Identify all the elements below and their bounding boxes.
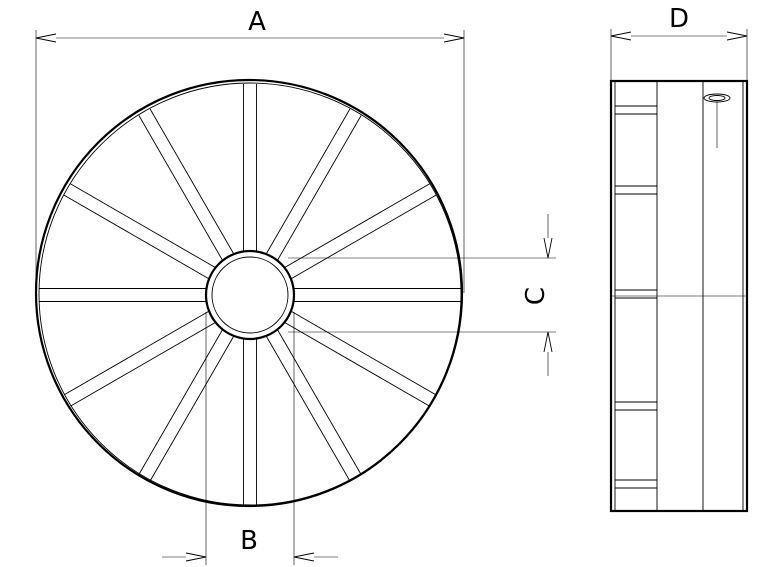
spoke-11-edge-2 (277, 115, 362, 261)
spoke-5-edge-1 (149, 336, 234, 482)
side-slots-group (615, 105, 657, 489)
front-view (34, 78, 464, 508)
spoke-3-edge-1 (277, 329, 362, 475)
screw-hole-inner (708, 95, 726, 101)
spoke-12-edge-2 (291, 194, 437, 279)
spoke-2-edge-1 (291, 311, 437, 396)
spoke-5-edge-2 (138, 329, 223, 475)
spoke-8-edge-2 (70, 183, 216, 268)
spokes-group (39, 84, 461, 506)
spoke-2-edge-2 (284, 322, 430, 407)
dim-b-label: B (240, 526, 258, 556)
dim-c-label: C (521, 287, 551, 305)
hub-inner (211, 256, 289, 334)
hub-outer (204, 249, 296, 341)
spoke-9-edge-2 (149, 108, 234, 254)
dimension-a: A (35, 7, 465, 293)
spoke-8-edge-1 (63, 194, 209, 279)
outer-rim-inner (38, 82, 462, 506)
dimension-c: C (288, 214, 556, 376)
dim-d-label: D (669, 4, 689, 34)
dim-a-label: A (248, 7, 266, 37)
spoke-6-edge-2 (63, 311, 209, 396)
dimension-d: D (610, 4, 748, 81)
spoke-12-edge-1 (284, 183, 430, 268)
side-view (609, 79, 749, 513)
spoke-9-edge-1 (138, 115, 223, 261)
spoke-3-edge-2 (266, 336, 351, 482)
dimension-b: B (162, 312, 338, 565)
spoke-6-edge-1 (70, 322, 216, 407)
spoke-11-edge-1 (266, 108, 351, 254)
